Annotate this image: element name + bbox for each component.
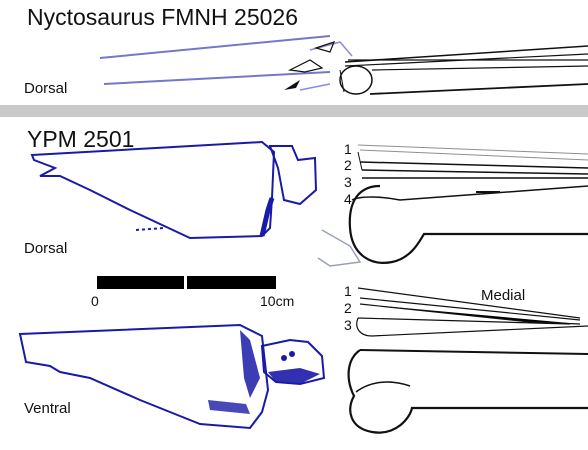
specimen-title-ypm: YPM 2501 bbox=[27, 126, 135, 152]
view-label-dorsal-top: Dorsal bbox=[24, 80, 68, 97]
view-label-dorsal: Dorsal bbox=[24, 240, 68, 257]
scale-label-start: 0 bbox=[91, 293, 99, 309]
digit-label-3-upper: 3 bbox=[344, 174, 352, 190]
view-label-ventral: Ventral bbox=[24, 400, 71, 417]
digit-label-2-upper: 2 bbox=[344, 157, 352, 173]
specimen-title-nyctosaurus: Nyctosaurus FMNH 25026 bbox=[27, 4, 298, 30]
scale-bar-left bbox=[97, 276, 184, 289]
ventral-carpal-drawing bbox=[18, 323, 326, 430]
lower-metacarpal-drawing bbox=[347, 287, 588, 434]
nyctosaurus-wing-drawing bbox=[99, 35, 588, 95]
digit-label-1-upper: 1 bbox=[344, 141, 352, 157]
digit-label-2-lower: 2 bbox=[344, 300, 352, 316]
digit-label-1-lower: 1 bbox=[344, 283, 352, 299]
scale-label-end: 10cm bbox=[260, 293, 295, 309]
digit-label-3-lower: 3 bbox=[344, 317, 352, 333]
upper-metacarpal-drawing bbox=[317, 144, 588, 267]
section-divider bbox=[0, 105, 588, 117]
medial-label: Medial bbox=[481, 287, 526, 304]
digit-label-4-upper: 4 bbox=[344, 191, 352, 207]
dorsal-carpal-drawing bbox=[30, 140, 318, 240]
scale-bar-right bbox=[187, 276, 276, 289]
